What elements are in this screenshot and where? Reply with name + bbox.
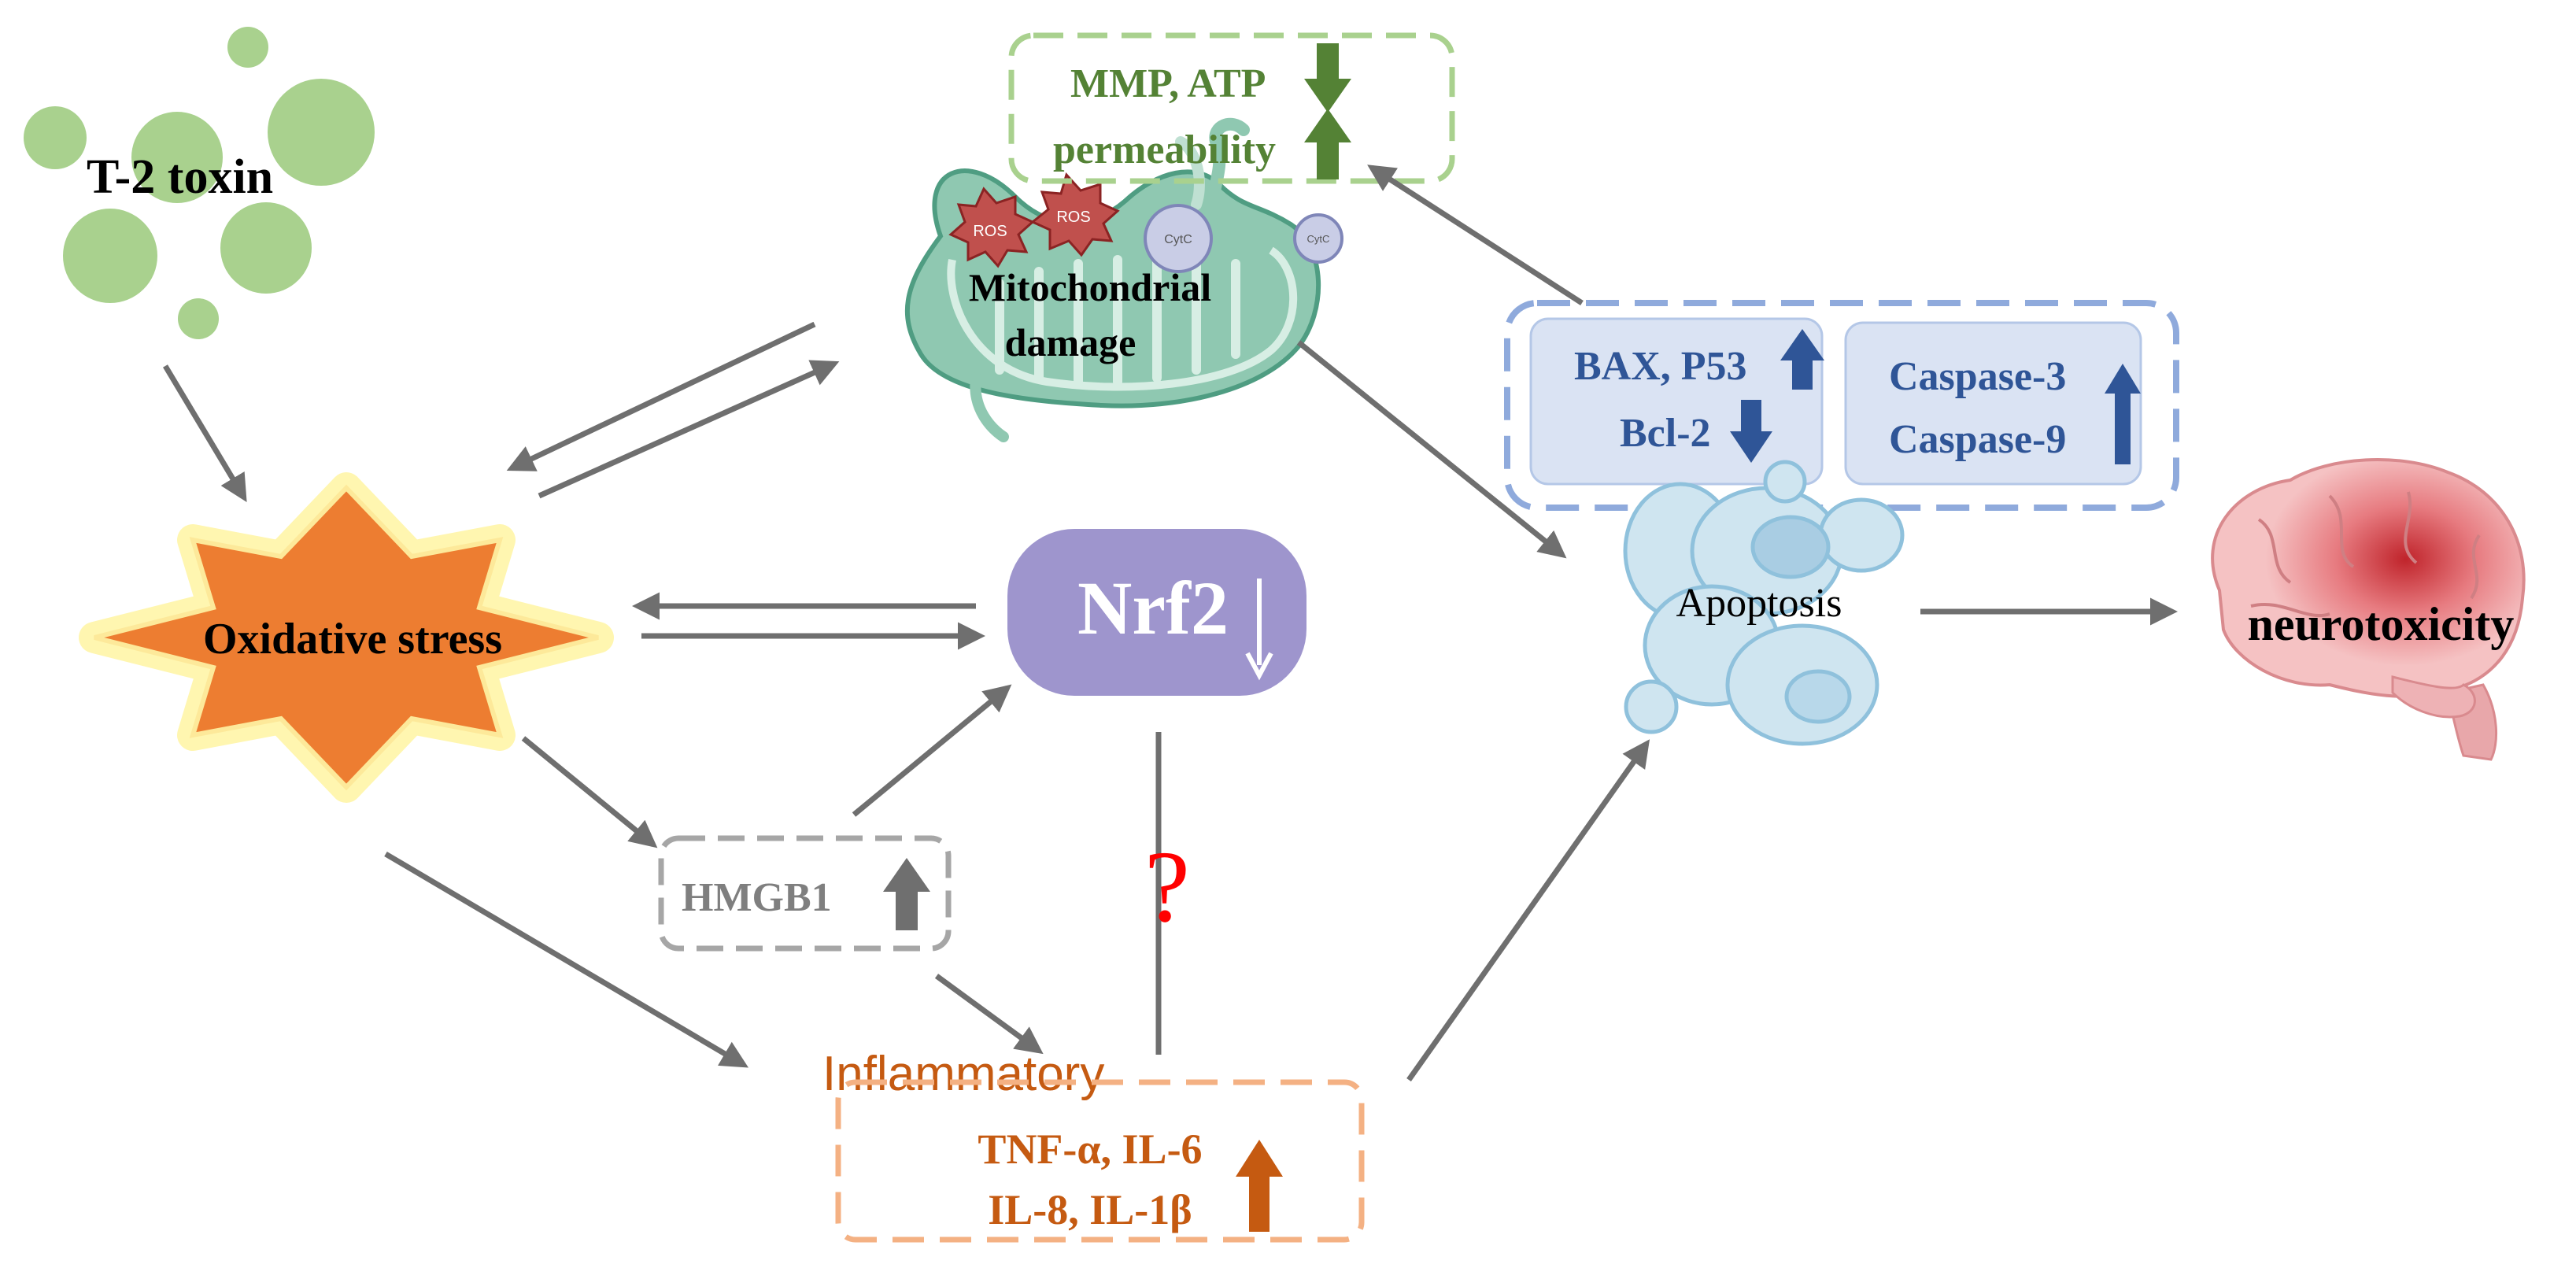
arrow-hmgb1-to-nrf2 — [852, 684, 1012, 817]
oxidative-stress-burst — [79, 472, 614, 803]
bax-p53-label: BAX, P53 — [1574, 344, 1747, 389]
cytokines-up-arrow-icon — [1236, 1140, 1283, 1232]
neurotoxicity-label: neurotoxicity — [2248, 598, 2515, 650]
bcl2-label: Bcl-2 — [1620, 411, 1711, 456]
hmgb1-up-arrow-icon — [883, 858, 930, 930]
arrow-hmgb1-to-inflammatory — [934, 974, 1044, 1055]
question-mark: ? — [1144, 830, 1190, 944]
oxidative-stress-label: Oxidative stress — [203, 615, 502, 664]
apoptosis-label: Apoptosis — [1676, 581, 1842, 626]
cytc-icon: CytC CytC — [1144, 204, 1343, 273]
mitochondrial-damage-label-1: Mitochondrial — [969, 265, 1211, 309]
nrf2-down-arrow-icon — [1245, 579, 1273, 681]
arrow-stress-to-mito — [538, 360, 840, 499]
arrow-mito-to-stress — [506, 321, 816, 471]
caspase9-label: Caspase-9 — [1889, 417, 2066, 462]
nrf2-label: Nrf2 — [1077, 566, 1229, 650]
hmgb1-box — [658, 835, 952, 952]
arrow-mito-to-apoptosis — [1296, 340, 1567, 559]
arrow-toxin-to-stress — [162, 364, 247, 503]
t2-toxin-icon — [24, 27, 375, 339]
brain-icon — [2211, 458, 2526, 761]
cytokines-label-1: TNF-α, IL-6 — [978, 1126, 1202, 1173]
ros-label: ROS — [973, 223, 1007, 240]
hmgb1-label: HMGB1 — [682, 875, 832, 920]
cytc-label-2: CytC — [1307, 233, 1330, 245]
down-arrow-icon — [1304, 43, 1351, 113]
arrow-bax-to-mmp — [1367, 164, 1584, 305]
arrow-stress-to-hmgb1 — [521, 736, 658, 848]
apoptotic-cell-icon — [1623, 460, 1905, 746]
cytc-label: CytC — [1164, 233, 1192, 246]
connector-arrows — [162, 164, 2178, 1082]
mitochondrial-damage-label-2: damage — [1005, 320, 1136, 364]
t2-toxin-label: T-2 toxin — [87, 150, 273, 204]
caspase-up-arrow-icon — [2105, 364, 2141, 464]
inflammatory-label: Inflammatory — [822, 1047, 1104, 1101]
bax-up-arrow-icon — [1780, 329, 1824, 390]
caspase-box — [1844, 321, 2142, 486]
bcl2-down-arrow-icon — [1730, 400, 1772, 463]
caspase3-label: Caspase-3 — [1889, 354, 2066, 399]
cytokines-box — [835, 1079, 1365, 1243]
up-arrow-icon — [1304, 109, 1351, 179]
permeability-label: permeability — [1053, 128, 1276, 172]
mmp-atp-box — [1008, 32, 1455, 184]
mmp-atp-label: MMP, ATP — [1070, 61, 1266, 106]
cytokines-label-2: IL-8, IL-1β — [988, 1186, 1192, 1233]
ros-label-2: ROS — [1056, 209, 1090, 226]
ros-burst-icon: ROS ROS — [948, 172, 1120, 268]
arrow-inflammatory-to-apoptosis — [1406, 739, 1650, 1082]
arrow-stress-to-inflammatory — [384, 851, 749, 1068]
nrf2-box — [1007, 529, 1306, 696]
